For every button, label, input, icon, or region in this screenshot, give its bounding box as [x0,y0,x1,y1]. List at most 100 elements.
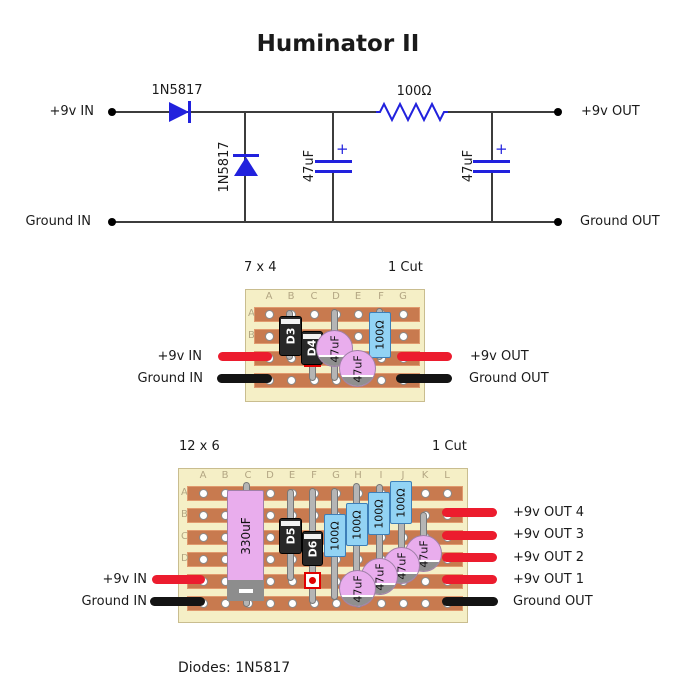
cap-a-plate-top [315,160,352,163]
hole [266,533,275,542]
row-label: D [181,553,189,564]
wire-9v-out-4 [442,508,497,517]
wire-9v-in [152,575,205,584]
hole [443,489,452,498]
wire-ground-out [442,597,498,606]
board2-label-out-4: +9v OUT 4 [513,505,585,520]
cap-b-plate-bottom [473,170,510,173]
terminal-dot-out-pos [554,108,562,116]
capacitor-label: 47uF [351,354,364,383]
board1-label-out-pos: +9v OUT [470,349,529,364]
row-label: C [181,531,188,542]
board2-size-caption: 12 x 6 [179,439,220,454]
hole [377,376,386,385]
wire-9v-out [397,352,452,361]
diode-cathode-band [304,534,321,539]
cap-b-value: 47uF [461,149,476,183]
series-diode-icon [169,102,189,122]
capacitor-polarity-stripe [406,559,441,571]
capacitor-polarity-stripe [340,594,375,606]
series-diode-cathode-bar [188,101,191,123]
capacitor-polarity-stripe [340,374,375,386]
cap-a-wire-top [332,112,334,160]
shunt-diode-cathode-bar [233,154,259,157]
capacitor-label: 47uF [351,574,364,603]
hole [266,555,275,564]
cap-b-plate-top [473,160,510,163]
hole [399,310,408,319]
hole [421,577,430,586]
schematic-label-in-gnd: Ground IN [25,214,91,229]
terminal-dot-in-gnd [108,218,116,226]
column-label: G [399,291,407,302]
column-label: K [421,470,429,481]
column-label: C [310,291,318,302]
cut-dot-icon [309,577,316,584]
hole [265,332,274,341]
resistor-100ohm: 100Ω [369,312,391,358]
terminal-dot-out-gnd [554,218,562,226]
resistor-zigzag-icon [376,101,448,123]
capacitor-47uf: 47uF [339,350,376,387]
resistor-label: 100Ω [373,320,387,350]
board1-label-out-gnd: Ground OUT [469,371,549,386]
hole [310,310,319,319]
hole [377,599,386,608]
strip-cut-marker [304,572,321,589]
schematic-label-out-pos: +9v OUT [581,104,640,119]
board2-label-in-gnd: Ground IN [81,594,147,609]
hole [266,489,275,498]
cap-b-wire-bottom [491,173,493,222]
resistor-100ohm: 100Ω [390,481,412,524]
column-label: C [244,470,252,481]
column-label: B [221,470,229,481]
capacitor-polarity-stripe [362,582,397,594]
board1-cut-caption: 1 Cut [388,260,423,275]
hole [287,376,296,385]
board2-label-in-pos: +9v IN [102,572,147,587]
hole [288,599,297,608]
hole [354,332,363,341]
schematic-label-out-gnd: Ground OUT [580,214,660,229]
board2-label-out-3: +9v OUT 3 [513,527,585,542]
diode-d3: D3 [279,316,302,356]
column-label: A [265,291,273,302]
hole [354,310,363,319]
hole [221,599,230,608]
diode-d3-label: D3 [284,327,297,345]
resistor-value: 100Ω [396,84,432,99]
row-label: B [181,509,188,520]
top-rail-right-segment [446,111,558,113]
capacitor-polarity-stripe [384,571,419,583]
capacitor-label: 330uF [238,517,253,555]
hole [266,577,275,586]
row-label: B [248,330,255,341]
terminal-dot-in-pos [108,108,116,116]
resistor-label: 100Ω [350,509,364,540]
wire-9v-out-3 [442,531,497,540]
column-label: E [354,291,362,302]
capacitor-polarity-stripe [317,354,352,366]
wire-9v-out-1 [442,575,497,584]
capacitor-negative-band [227,580,264,601]
hole [266,511,275,520]
column-label: F [311,470,317,481]
wire-ground-out [396,374,452,383]
resistor-label: 100Ω [328,520,342,551]
diode-cathode-band [281,521,300,526]
diodes-footnote: Diodes: 1N5817 [178,660,291,676]
cap-a-plate-bottom [315,170,352,173]
schematic-label-in-pos: +9v IN [49,104,94,119]
hole [266,599,275,608]
hole [199,489,208,498]
column-label: D [332,291,340,302]
cap-a-polarity: + [336,140,349,158]
diode-cathode-band [303,334,321,339]
page-title: Huminator II [256,31,420,57]
series-diode-value: 1N5817 [151,83,203,98]
resistor-100ohm: 100Ω [324,514,346,557]
column-label: I [379,470,383,481]
wire-ground-in [150,597,205,606]
resistor-label: 100Ω [394,487,408,518]
hole [421,599,430,608]
